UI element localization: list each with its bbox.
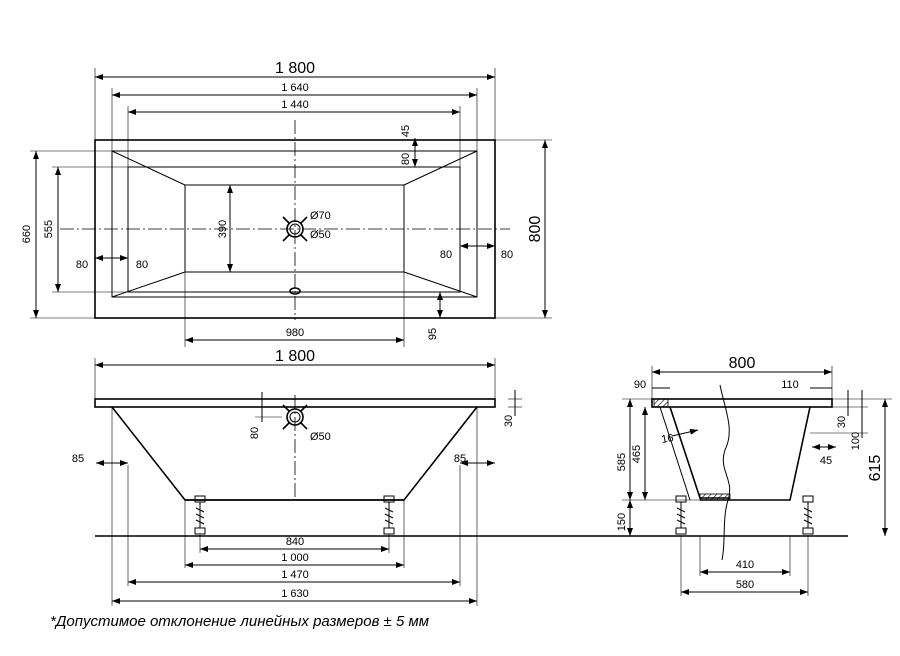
dim-end-615: 615 [867, 455, 884, 482]
dim-top-1440: 1 440 [281, 99, 309, 111]
dim-top-45: 45 [400, 125, 412, 137]
label-drain-d50: Ø50 [310, 229, 331, 241]
side-drain-icon [282, 404, 308, 430]
dim-end-45: 45 [820, 455, 832, 467]
label-side-drain-d50: Ø50 [310, 431, 331, 443]
dim-top-left-80-a: 80 [76, 259, 88, 271]
end-section-hatch [699, 493, 731, 501]
dim-end-150: 150 [616, 513, 628, 531]
dim-top-right-80-b: 80 [501, 249, 513, 261]
dim-top-660: 660 [21, 225, 33, 243]
dim-end-16: 16 [660, 432, 674, 446]
end-break-line [719, 384, 731, 561]
side-leg-right [383, 495, 395, 535]
dim-top-right-80-a: 80 [440, 249, 452, 261]
dim-end-800: 800 [729, 355, 756, 372]
dim-top-800: 800 [527, 216, 544, 243]
dim-side-1470: 1 470 [281, 569, 309, 581]
dim-top-95: 95 [427, 328, 439, 340]
dim-end-410: 410 [736, 559, 754, 571]
dim-top-1640: 1 640 [281, 82, 309, 94]
top-bottom-floor [184, 184, 405, 273]
dim-side-1800: 1 800 [275, 348, 315, 365]
dim-side-840: 840 [286, 536, 304, 548]
dim-end-110: 110 [781, 379, 799, 391]
dim-side-85-left: 85 [72, 453, 84, 465]
end-leg-right [802, 495, 814, 535]
side-view: Ø50 1 800 30 80 85 85 [72, 348, 848, 606]
end-leg-left [675, 495, 687, 535]
end-body [700, 406, 811, 501]
dim-top-1800: 1 800 [275, 60, 315, 77]
dim-end-30: 30 [836, 416, 848, 428]
dim-top-80: 80 [400, 153, 412, 165]
dim-end-465: 465 [631, 445, 643, 463]
dim-top-555: 555 [43, 220, 55, 238]
drain-icon [289, 287, 301, 295]
dim-side-85-right: 85 [454, 453, 466, 465]
dim-top-980: 980 [286, 327, 304, 339]
dim-end-90: 90 [634, 379, 646, 391]
dim-side-1000: 1 000 [281, 552, 309, 564]
footnote-tolerance: *Допустимое отклонение линейных размеров… [50, 613, 429, 630]
dim-end-100: 100 [850, 432, 862, 450]
side-body [111, 406, 478, 501]
side-leg-left [194, 495, 206, 535]
top-view: 1 800 1 640 1 440 660 555 390 800 9 [21, 60, 552, 347]
dim-side-1630: 1 630 [281, 588, 309, 600]
top-corner-lines [111, 150, 478, 298]
overflow-icon [282, 216, 308, 242]
dim-top-left-80-b: 80 [136, 259, 148, 271]
dim-end-585: 585 [616, 453, 628, 471]
label-overflow-d70: Ø70 [310, 210, 331, 222]
dim-end-580: 580 [736, 579, 754, 591]
end-rim [651, 398, 833, 408]
dim-side-80: 80 [249, 427, 261, 439]
top-basin-edge [127, 166, 461, 293]
dim-side-30: 30 [503, 415, 515, 427]
top-inner-rim [111, 150, 478, 298]
end-view: 800 90 110 615 585 465 150 30 100 45 [616, 355, 892, 596]
dim-top-390: 390 [217, 220, 229, 238]
